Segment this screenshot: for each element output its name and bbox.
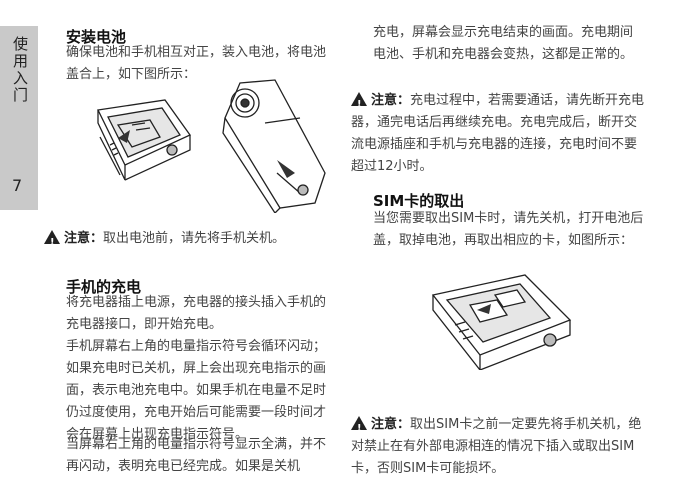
warning-icon [351,92,367,116]
warning-icon [351,416,367,440]
paragraph-sim-removal: 当您需要取出SIM卡时，请先关机，打开电池后盖，取掉电池，再取出相应的卡，如图所… [373,211,644,248]
note-remove-battery: 注意：取出电池前，请先将手机关机。 [44,228,286,254]
phone-battery-illustration-1 [97,99,191,181]
phone-battery-illustration-2 [222,79,326,213]
note-text: 充电过程中，若需要通话，请先断开充电器，通完电话后再继续充电。充电完成后，断开交… [351,93,645,174]
page-number: 7 [12,176,23,195]
paragraph-charging-1: 将充电器插上电源，充电器的接头插入手机的充电器接口，即开始充电。 [66,295,327,332]
paragraph-charging-cont: 充电，屏幕会显示充电结束的画面。充电期间电池、手机和充电器会变热，这都是正常的。 [373,25,634,62]
section-label: 使用入门 [11,36,29,104]
paragraph-charging-2: 手机屏幕右上角的电量指示符号会循环闪动；如果充电时已关机，屏上会出现充电指示的画… [66,339,327,442]
note-charging: 注意：充电过程中，若需要通话，请先断开充电器，通完电话后再继续充电。充电完成后，… [351,90,646,178]
note-text: 取出电池前，请先将手机关机。 [103,231,286,246]
section-tab: 使用入门 7 [0,26,38,210]
note-sim: 注意：取出SIM卡之前一定要先将手机关机，绝对禁止在有外部电源相连的情况下插入或… [351,414,646,480]
note-text: 取出SIM卡之前一定要先将手机关机，绝对禁止在有外部电源相连的情况下插入或取出S… [351,417,642,476]
paragraph-install-battery: 确保电池和手机相互对正，装入电池，将电池盖合上，如下图所示： [66,45,327,82]
note-label: 注意： [371,93,411,108]
heading-install-battery: 安装电池 [66,28,127,46]
heading-sim-removal: SIM卡的取出 [373,192,465,210]
phone-sim-illustration [431,274,572,370]
heading-charging: 手机的充电 [66,278,142,296]
warning-icon [44,230,60,254]
note-label: 注意： [371,417,411,432]
note-label: 注意： [64,231,104,246]
paragraph-charging-3: 当屏幕右上角的电量指示符号显示全满，并不再闪动，表明充电已经完成。如果是关机 [66,437,327,474]
